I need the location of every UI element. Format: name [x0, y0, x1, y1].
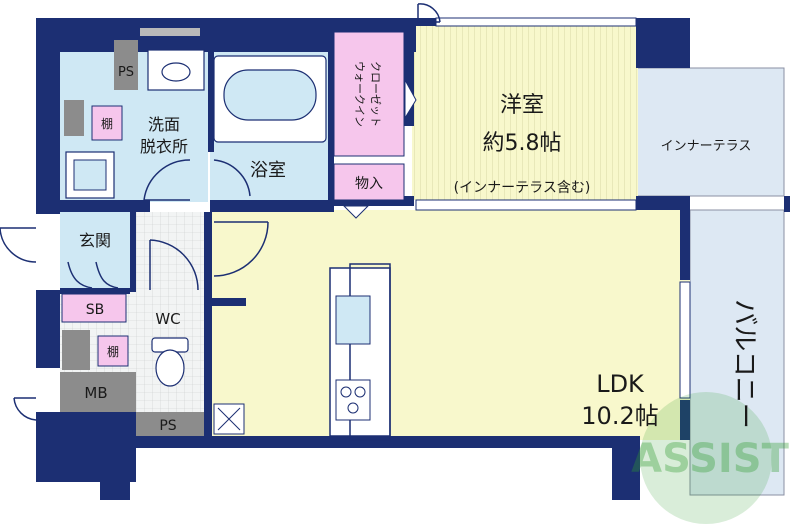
- washer-icon: [73, 159, 107, 191]
- ldk-floor: [210, 210, 690, 440]
- entrance-label: 玄関: [79, 231, 111, 250]
- shelf-block-top: [64, 100, 84, 136]
- washroom-label-2: 脱衣所: [140, 137, 188, 156]
- washroom-label-1: 洗面: [148, 115, 180, 134]
- kitchen-sink: [335, 295, 371, 345]
- toilet-bowl-icon: [155, 349, 185, 387]
- entrance-floor: [60, 212, 130, 292]
- youshitsu-name: 洋室: [500, 93, 544, 118]
- ps-bottom-box: [136, 412, 204, 436]
- inner-terrace-label: インナーテラス: [661, 139, 752, 154]
- watermark-text: ASSIST: [631, 436, 789, 482]
- walkin-closet-label-2: クローゼット: [369, 61, 382, 127]
- burner-icon: [354, 386, 366, 398]
- youshitsu-size: 約5.8帖: [483, 131, 562, 156]
- shelf-bottom-box: [97, 335, 129, 367]
- shoe-box-label: SB: [86, 302, 105, 318]
- stove: [335, 379, 371, 421]
- monoire-closet: [333, 163, 405, 201]
- shelf-top-label: 棚: [101, 116, 113, 131]
- walk-in-closet: [333, 31, 405, 157]
- window-top: [435, 17, 637, 27]
- shoe-box: [61, 293, 127, 323]
- window-terrace: [415, 199, 637, 211]
- mb-box: [60, 372, 136, 412]
- watermark-circle: [640, 392, 772, 524]
- sink: [147, 49, 205, 91]
- window-balcony: [679, 281, 691, 399]
- mb-label: MB: [84, 384, 107, 402]
- vent-top-1: [140, 28, 160, 36]
- bathtub-basin-icon: [223, 69, 317, 121]
- kitchen-counter-back: [349, 263, 391, 441]
- inner-terrace-area: [635, 67, 785, 197]
- burner-icon: [347, 402, 359, 414]
- ldk-name: LDK: [596, 370, 645, 398]
- ps-top-label: PS: [118, 65, 134, 80]
- shelf-block-bottom: [62, 330, 90, 370]
- bath-label: 浴室: [250, 160, 286, 181]
- basin-icon: [161, 62, 191, 82]
- ldk-size: 10.2帖: [581, 402, 658, 430]
- youshitsu-floor: [412, 24, 638, 200]
- shelf-top-box: [91, 105, 123, 141]
- shelf-bottom-label: 棚: [107, 344, 119, 359]
- monoire-label: 物入: [355, 176, 383, 192]
- burner-icon: [340, 386, 352, 398]
- wc-label: WC: [155, 310, 180, 328]
- hall-floor: [130, 212, 210, 292]
- balcony-label: バルコニー: [729, 299, 759, 428]
- fridge-space-cross-icon: [217, 407, 241, 431]
- balcony-area: [689, 209, 785, 496]
- youshitsu-note: (インナーテラス含む): [454, 180, 591, 196]
- walkin-closet-label-1: ウォークイン: [353, 61, 366, 127]
- vent-top-2: [160, 28, 200, 36]
- monoire-door-marker: [342, 205, 370, 219]
- closet-door-marker: [404, 79, 417, 120]
- ps-top-box: [114, 40, 138, 90]
- doors: [0, 3, 441, 421]
- ps-bottom-label: PS: [159, 418, 176, 434]
